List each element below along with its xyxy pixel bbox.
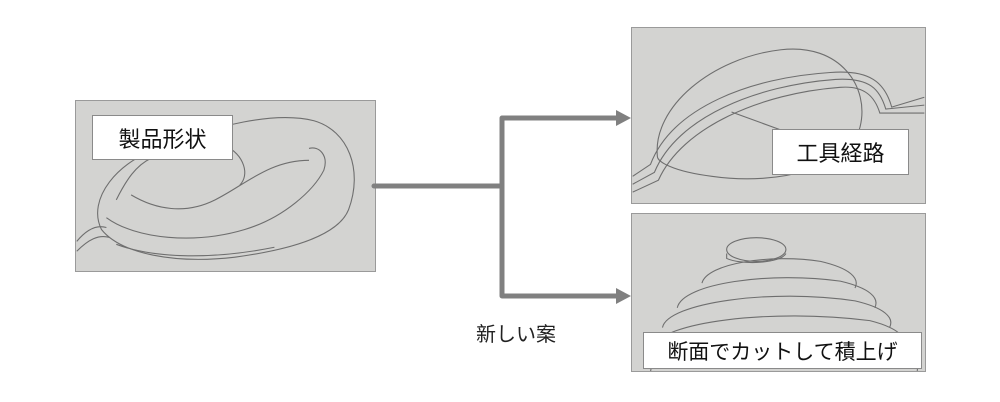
connector-branches xyxy=(499,115,621,299)
arrowhead-bottom-icon xyxy=(616,288,631,304)
tool-path-sketch xyxy=(632,48,925,193)
tool-path-label: 工具経路 xyxy=(772,129,909,175)
product-shape-label: 製品形状 xyxy=(92,115,233,160)
new-idea-caption: 新しい案 xyxy=(476,322,556,346)
tool-path-image xyxy=(631,27,926,204)
layered-sections-label: 断面でカットして積上げ xyxy=(643,332,922,369)
arrowhead-top-icon xyxy=(616,110,631,126)
